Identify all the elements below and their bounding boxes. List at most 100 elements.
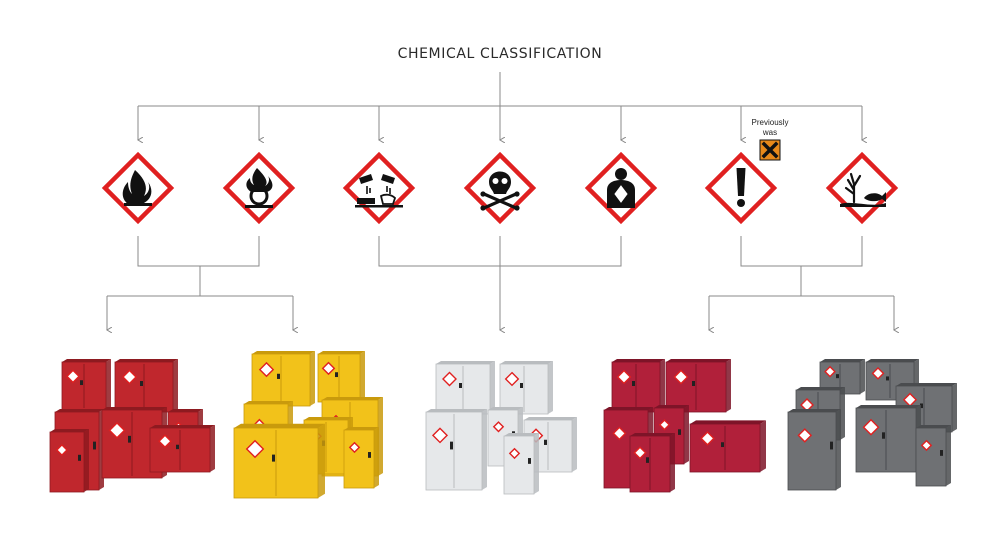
hazard-label — [431, 427, 449, 444]
cabinet-group-5 — [787, 359, 957, 491]
hand-shape — [379, 193, 397, 205]
cabinet-top — [604, 407, 653, 410]
cabinet — [49, 429, 89, 493]
cabinet-side — [840, 387, 845, 440]
cabinet — [787, 409, 841, 491]
door-handle — [940, 450, 943, 456]
exclamation-dot — [737, 199, 745, 207]
pictogram-skull-crossbones — [463, 151, 537, 225]
cabinet — [114, 359, 178, 413]
diamond-border — [825, 151, 899, 225]
hazard-label — [158, 434, 172, 449]
cabinet-top — [488, 407, 523, 410]
bone-end — [480, 191, 486, 197]
cabinet — [855, 405, 921, 473]
cabinet-side — [670, 433, 675, 492]
cabinet-side — [310, 351, 315, 406]
flame-icon — [122, 170, 152, 206]
cabinet-side — [210, 425, 215, 472]
test-tube-right — [381, 174, 395, 184]
cabinet-front — [787, 411, 837, 491]
cabinet-top — [318, 351, 365, 354]
cabinet-top — [252, 351, 315, 354]
door-handle — [93, 441, 96, 450]
hazard-label — [55, 443, 68, 457]
cabinet-side — [534, 433, 539, 494]
hazard-label — [66, 369, 80, 384]
cabinet — [689, 420, 766, 473]
previously-was-label: Previously was — [744, 118, 796, 138]
bone-end — [514, 191, 520, 197]
cabinet-group-2 — [233, 351, 383, 499]
exclamation-mark-icon — [736, 168, 746, 207]
test-tube-left — [359, 174, 373, 184]
cabinet — [425, 409, 487, 491]
door-handle — [646, 457, 649, 463]
cabinet-side — [860, 359, 865, 394]
door-handle — [80, 380, 83, 386]
cabinet-top — [796, 387, 845, 390]
cabinet-top — [500, 361, 553, 364]
cabinet-top — [344, 427, 379, 430]
cabinet-side — [684, 405, 689, 464]
door-handle — [140, 381, 143, 386]
surface-block — [357, 198, 375, 204]
cabinet-side — [378, 397, 383, 476]
cabinet — [503, 433, 539, 495]
bone-end — [514, 205, 520, 211]
cabinet-top — [168, 409, 203, 412]
cabinet-side — [490, 361, 495, 414]
cabinet-side — [760, 420, 766, 472]
hazard-label — [245, 439, 265, 459]
door-handle — [277, 373, 280, 379]
hazard-label — [824, 365, 836, 378]
hazard-label — [504, 371, 520, 387]
cabinet — [343, 427, 379, 489]
door-handle — [678, 429, 681, 435]
cabinet — [251, 351, 315, 407]
hazard-label — [658, 419, 671, 431]
cabinet — [61, 359, 111, 411]
cabinet-side — [952, 383, 957, 432]
door-handle — [450, 441, 453, 450]
door-handle — [882, 432, 885, 439]
cabinet-group-4 — [603, 359, 766, 493]
x-mark — [761, 141, 779, 159]
cabinet-top — [62, 359, 111, 362]
cabinet-top — [690, 420, 766, 424]
health-hazard-icon — [607, 168, 635, 208]
hazard-label — [321, 361, 336, 376]
group-bracket — [740, 236, 863, 267]
flame-shape — [122, 170, 152, 204]
cabinet-top — [244, 401, 293, 404]
cabinet-top — [630, 433, 675, 436]
cabinet-top — [150, 425, 215, 428]
cabinet-side — [726, 359, 731, 412]
cabinet-front — [343, 429, 375, 489]
flame-shape — [246, 168, 273, 192]
cabinet-top — [866, 359, 919, 362]
old-symbol-group — [759, 139, 781, 161]
cabinet-group-3 — [425, 361, 577, 495]
pictogram-exclamation-mark — [704, 151, 778, 225]
cabinet — [149, 425, 215, 473]
hazard-label — [797, 428, 813, 443]
dead-fish — [864, 192, 886, 202]
oxidiser-circle — [249, 186, 269, 206]
hazard-label — [122, 369, 137, 385]
cabinet — [499, 361, 553, 415]
environment-icon — [840, 172, 886, 207]
hazard-label — [616, 369, 632, 385]
cabinet-side — [660, 359, 665, 412]
cabinet — [435, 361, 495, 415]
hazard-label — [700, 431, 715, 446]
cabinet-side — [106, 359, 111, 410]
previously-line: Previously — [751, 118, 789, 127]
star-burst — [614, 185, 628, 203]
cabinet-top — [524, 417, 577, 420]
door-handle — [830, 441, 833, 450]
cabinet-side — [946, 425, 951, 486]
cabinet-front — [503, 435, 535, 495]
cabinet-side — [548, 361, 553, 414]
